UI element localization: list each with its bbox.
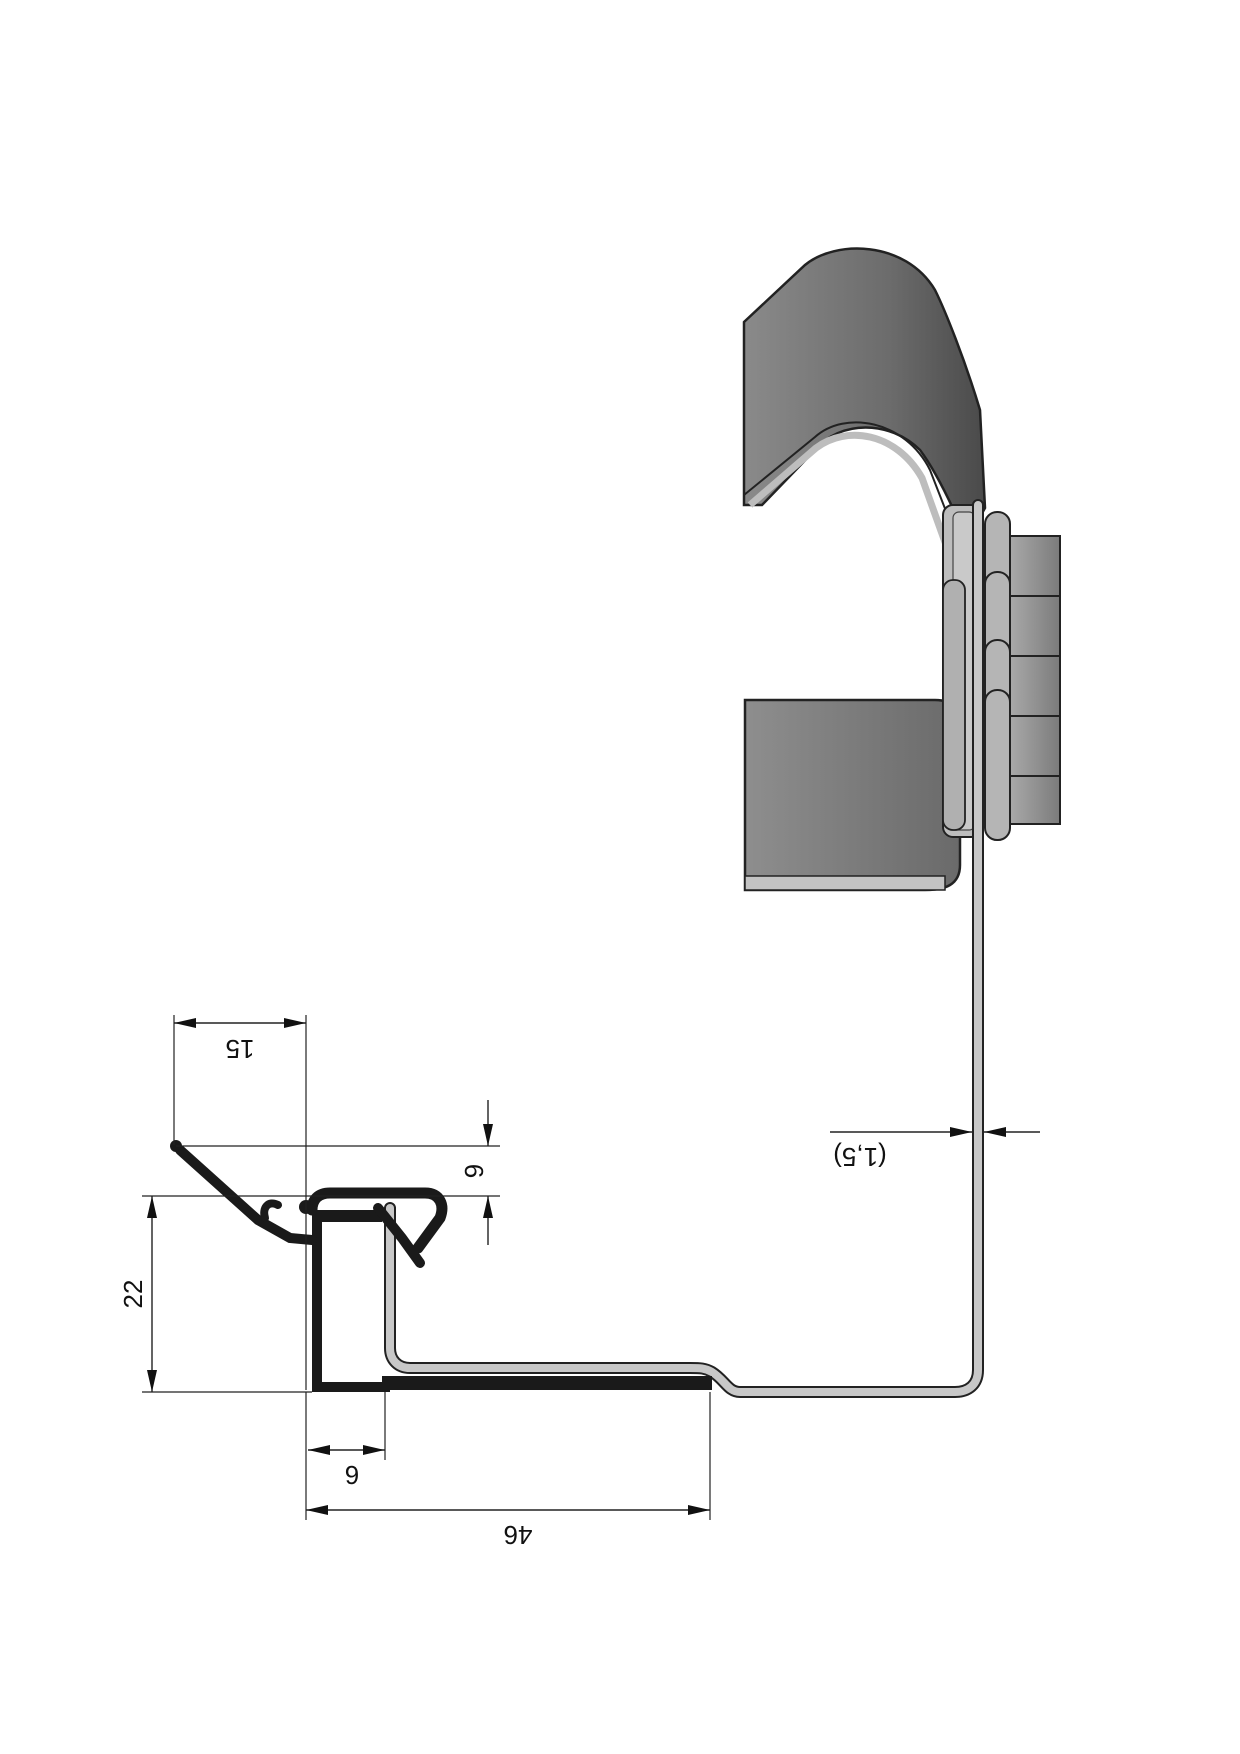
dimension-thickness-label: (1,5) <box>833 1142 886 1172</box>
nut-icon <box>1009 535 1061 825</box>
dimension-22-label: 22 <box>118 1280 148 1309</box>
dimension-15: 15 <box>173 1015 307 1390</box>
dimension-6-width-label: 6 <box>345 1460 359 1490</box>
bolt-nut-stack <box>942 504 1061 841</box>
dimension-6-gap: 6 <box>176 1100 500 1245</box>
dimension-6-width: 6 <box>308 1392 386 1490</box>
dimension-46-label: 46 <box>504 1520 533 1550</box>
dimension-46: 46 <box>305 1392 711 1550</box>
dimension-6-gap-label: 6 <box>459 1164 489 1178</box>
galvanized-strap <box>384 499 984 1398</box>
dimension-thickness: (1,5) <box>830 1127 1040 1172</box>
hook-clip <box>742 247 987 892</box>
dimension-15-label: 15 <box>226 1034 255 1064</box>
dimension-22: 22 <box>118 1195 312 1393</box>
seal-profile <box>170 1140 712 1392</box>
